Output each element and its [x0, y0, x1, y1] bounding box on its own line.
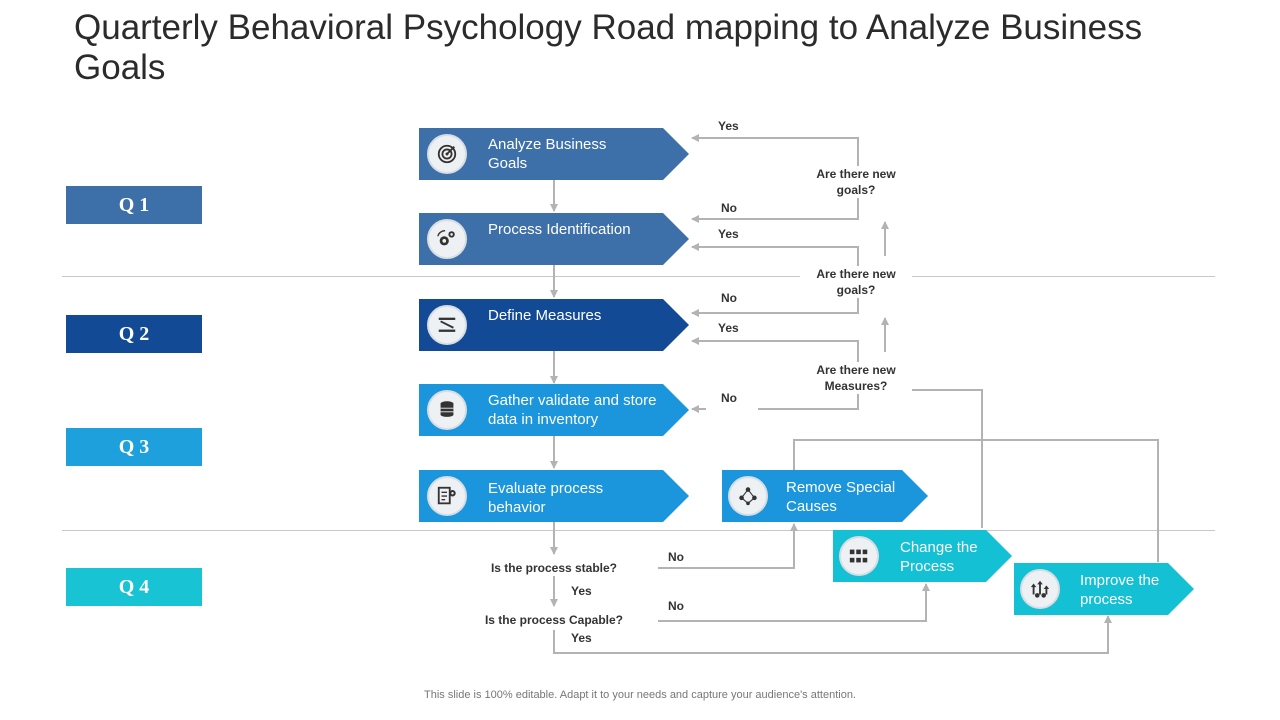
quarter-label-q2: Q 2 — [66, 315, 202, 353]
step-change-the-process: Change the Process — [833, 530, 1012, 582]
question-process-capable: Is the process Capable? — [470, 612, 638, 628]
question-new-goals: Are there new goals? — [800, 166, 912, 198]
question-new-goals: Are there new goals? — [800, 266, 912, 298]
database-icon — [427, 390, 467, 430]
step-label: Gather validate and store data in invent… — [488, 392, 657, 428]
target-icon — [427, 134, 467, 174]
network-icon — [728, 476, 768, 516]
page-title: Quarterly Behavioral Psychology Road map… — [74, 8, 1143, 87]
answer-yes: Yes — [718, 227, 739, 241]
blocks-icon — [839, 536, 879, 576]
answer-yes: Yes — [571, 631, 592, 645]
step-label: Evaluate process behavior — [488, 480, 604, 516]
step-label: Change the Process — [900, 539, 978, 575]
step-analyze-business-goals: Analyze Business Goals — [419, 128, 689, 180]
step-label: Analyze Business Goals — [488, 136, 607, 172]
answer-yes: Yes — [571, 584, 592, 598]
quarter-divider — [62, 530, 1215, 531]
quarter-divider — [62, 276, 1215, 277]
step-label: Define Measures — [488, 307, 602, 324]
step-improve-the-process: Improve the process — [1014, 563, 1194, 615]
improve-icon — [1020, 569, 1060, 609]
step-label: Remove Special Causes — [786, 479, 896, 515]
step-label: Process Identification — [488, 221, 631, 238]
answer-yes: Yes — [718, 321, 739, 335]
step-process-identification: Process Identification — [419, 213, 689, 265]
quarter-label-q3: Q 3 — [66, 428, 202, 466]
answer-no: No — [721, 391, 737, 405]
footer-note: This slide is 100% editable. Adapt it to… — [424, 689, 856, 701]
answer-no: No — [668, 550, 684, 564]
step-remove-special-causes: Remove Special Causes — [722, 470, 928, 522]
step-label: Improve the process — [1080, 572, 1160, 608]
question-process-stable: Is the process stable? — [470, 560, 638, 576]
answer-no: No — [668, 599, 684, 613]
quarter-label-q4: Q 4 — [66, 568, 202, 606]
answer-no: No — [721, 201, 737, 215]
step-define-measures: Define Measures — [419, 299, 689, 351]
question-new-measures: Are there new Measures? — [800, 362, 912, 394]
step-evaluate-process-behavior: Evaluate process behavior — [419, 470, 689, 522]
answer-no: No — [721, 291, 737, 305]
measures-icon — [427, 305, 467, 345]
process-behavior-icon — [427, 476, 467, 516]
answer-yes: Yes — [718, 119, 739, 133]
gears-icon — [427, 219, 467, 259]
quarter-label-q1: Q 1 — [66, 186, 202, 224]
step-gather-data: Gather validate and store data in invent… — [419, 384, 689, 436]
